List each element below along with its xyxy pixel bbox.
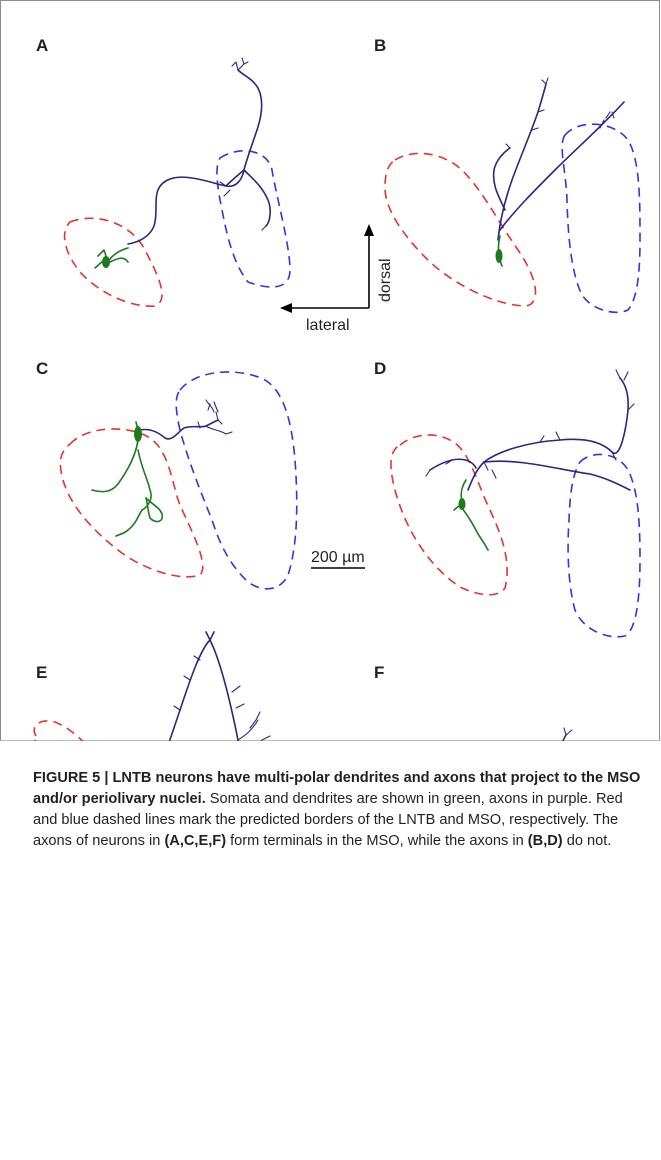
lntb-border-b bbox=[384, 152, 537, 307]
caption-ref-2: (B,D) bbox=[527, 833, 563, 849]
dorsal-label: dorsal bbox=[377, 258, 394, 302]
lntb-border-a bbox=[63, 217, 163, 307]
caption-ref-1: (A,C,E,F) bbox=[164, 833, 227, 849]
neuron-e bbox=[168, 631, 271, 741]
scale-bar: 200 µm bbox=[311, 549, 365, 569]
panel-f: F bbox=[374, 663, 573, 741]
neuron-b bbox=[492, 77, 625, 267]
panel-a: A bbox=[36, 36, 291, 307]
panel-label-f: F bbox=[374, 663, 384, 682]
caption-text-1: Somata and dendrites are shown in green,… bbox=[33, 791, 623, 849]
lateral-label: lateral bbox=[306, 317, 350, 334]
lntb-border-d bbox=[390, 434, 508, 596]
caption-title: FIGURE 5 | LNTB neurons have multi-polar… bbox=[33, 770, 641, 807]
lntb-border-c bbox=[59, 428, 204, 578]
figure-frame bbox=[0, 0, 660, 741]
neuron-d bbox=[425, 369, 635, 551]
panel-label-e: E bbox=[36, 663, 47, 682]
neuron-c bbox=[91, 399, 233, 537]
panel-c: C bbox=[36, 359, 298, 590]
neuron-f bbox=[562, 727, 573, 741]
panel-label-c: C bbox=[36, 359, 48, 378]
mso-border-d bbox=[567, 453, 641, 638]
lntb-border-e bbox=[33, 720, 84, 741]
panel-b: B bbox=[374, 36, 641, 314]
mso-border-c bbox=[175, 371, 298, 590]
panel-label-a: A bbox=[36, 36, 48, 55]
neuron-a bbox=[94, 57, 271, 269]
figure-panels: A B dorsal lateral bbox=[33, 36, 641, 741]
caption-text-3: do not. bbox=[562, 833, 612, 849]
scale-bar-label: 200 µm bbox=[311, 549, 365, 566]
figure-caption: FIGURE 5 | LNTB neurons have multi-polar… bbox=[33, 768, 645, 852]
panel-e: E bbox=[33, 631, 271, 741]
panel-label-b: B bbox=[374, 36, 386, 55]
panel-label-d: D bbox=[374, 359, 386, 378]
mso-border-a bbox=[216, 150, 291, 288]
mso-border-b bbox=[561, 123, 641, 314]
caption-text-2: form terminals in the MSO, while the axo… bbox=[226, 833, 528, 849]
orientation-indicator: dorsal lateral bbox=[280, 224, 394, 334]
dorsal-arrowhead bbox=[364, 224, 374, 236]
panel-d: D bbox=[374, 359, 641, 638]
lateral-arrowhead bbox=[280, 303, 292, 313]
